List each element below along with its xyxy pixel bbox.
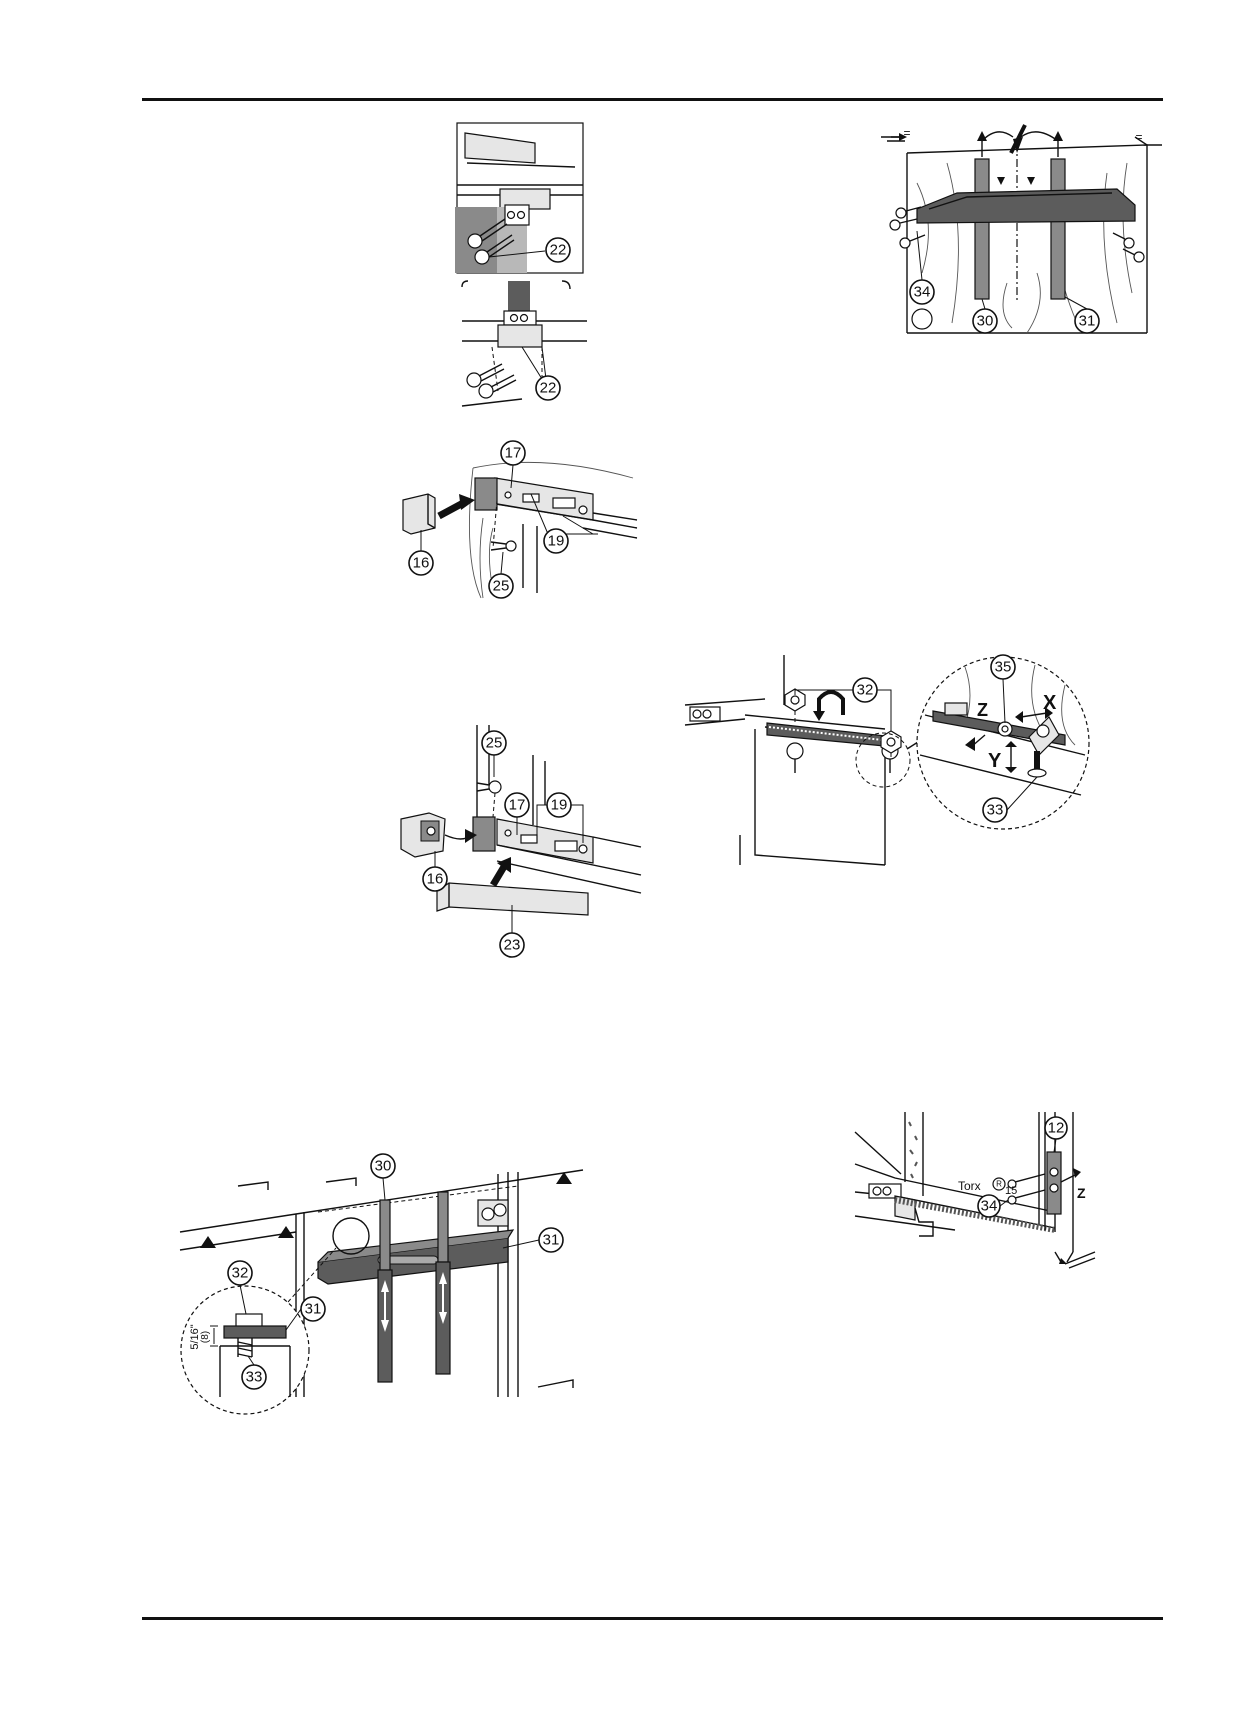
header-rule [142,98,1163,101]
callout-33: 33 [242,1365,266,1389]
svg-text:22: 22 [550,242,567,259]
axis-y: Y [988,750,1002,772]
figure-bracket-trim-install: 25 17 19 16 23 [393,725,643,965]
svg-text:23: 23 [504,937,521,954]
svg-text:30: 30 [977,313,994,330]
figure-bracket-cover-install: 17 19 16 25 [393,438,638,603]
callout-17: 17 [505,793,529,817]
figure-hinge-screws-top: 22 [455,123,585,273]
callout-32: 32 [228,1261,252,1285]
figure-hinge-screws-bottom: 22 [462,281,587,411]
svg-text:16: 16 [413,555,430,572]
figure-door-template-alignment: = = 34 30 31 [877,123,1162,338]
cover-cap-16 [401,813,445,857]
figure-door-hinge-xyz-adjust: Z X Y 32 35 33 [685,655,1100,865]
callout-35: 35 [991,655,1015,679]
callout-22: 22 [546,238,570,262]
callout-32: 32 [853,678,877,702]
callout-34: 34 [978,1195,1000,1217]
svg-text:34: 34 [914,284,931,301]
svg-text:35: 35 [995,659,1012,676]
footer-rule [142,1617,1163,1620]
callout-31: 31 [1075,309,1099,333]
axis-z: Z [1077,1185,1086,1201]
svg-text:32: 32 [857,682,874,699]
svg-text:16: 16 [427,871,444,888]
callout-31: 31 [539,1228,563,1252]
svg-text:17: 17 [505,445,522,462]
callout-25: 25 [482,731,506,755]
svg-text:30: 30 [375,1158,392,1175]
callout-17: 17 [501,441,525,465]
equal-mark-left: = [903,126,910,140]
hinge-template-30 [917,189,1135,223]
svg-text:31: 31 [305,1301,322,1318]
svg-text:34: 34 [981,1198,998,1215]
figure-hinge-plate-adjustment: 30 31 32 31 33 5/16" (8) [178,1152,583,1397]
callout-30: 30 [973,309,997,333]
callout-31-detail: 31 [301,1297,325,1321]
axis-z: Z [977,700,988,720]
callout-19: 19 [547,793,571,817]
callout-19: 19 [544,529,568,553]
svg-text:17: 17 [509,797,526,814]
svg-text:32: 32 [232,1265,249,1282]
svg-text:25: 25 [493,578,510,595]
callout-30: 30 [371,1154,395,1178]
hinge-plate-31 [318,1230,513,1284]
callout-22: 22 [536,376,560,400]
callout-12: 12 [1045,1117,1067,1139]
axis-x: X [1043,692,1057,714]
svg-text:33: 33 [246,1369,263,1386]
cover-cap-16 [403,494,435,534]
svg-text:31: 31 [543,1232,560,1249]
equal-mark-right: = [1135,130,1142,144]
svg-text:31: 31 [1079,313,1096,330]
callout-16: 16 [423,867,447,891]
svg-text:19: 19 [548,533,565,550]
callout-33: 33 [983,798,1007,822]
callout-23: 23 [500,933,524,957]
dimension-mm: (8) [200,1331,211,1343]
torx-label: Torx [958,1179,981,1193]
svg-text:22: 22 [540,380,557,397]
callout-25: 25 [489,574,513,598]
svg-text:19: 19 [551,797,568,814]
callout-16: 16 [409,551,433,575]
torx-size: 15 [1005,1185,1017,1197]
svg-text:33: 33 [987,802,1004,819]
svg-text:25: 25 [486,735,503,752]
callout-34: 34 [910,280,934,304]
registered-mark-icon: R [996,1180,1002,1189]
figure-torx-hinge-fastening: Torx R 15 Z 12 34 [855,1112,1100,1292]
svg-text:12: 12 [1048,1120,1065,1137]
screw-icon [491,541,516,551]
